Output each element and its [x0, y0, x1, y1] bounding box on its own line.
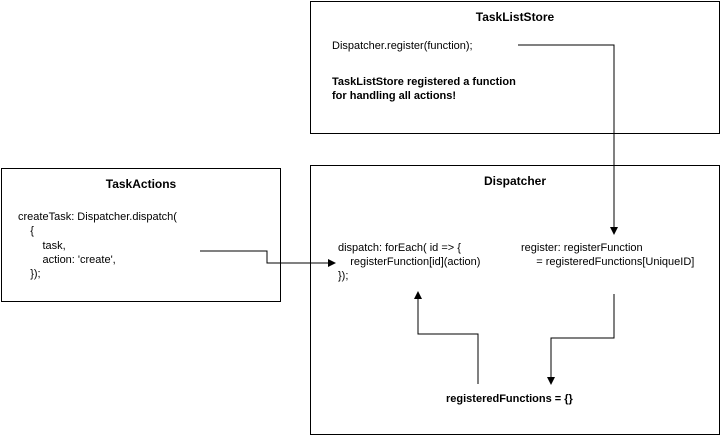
- task-actions-code-line-3: action: 'create',: [18, 254, 116, 266]
- register-code-line-0: register: registerFunction: [521, 242, 643, 254]
- tasklist-store-box: TaskListStore Dispatcher.register(functi…: [310, 1, 720, 134]
- task-actions-code-line-2: task,: [18, 240, 66, 252]
- arrow-register-to-registered: [547, 294, 615, 385]
- dispatch-code-line-1: registerFunction[id](action): [338, 256, 481, 268]
- dispatcher-box: Dispatcher dispatch: forEach( id => { re…: [310, 165, 720, 435]
- register-code-line-1: = registeredFunctions[UniqueID]: [521, 256, 695, 268]
- register-call-text: Dispatcher.register(function);: [332, 40, 473, 52]
- task-actions-code-line-1: {: [18, 225, 34, 237]
- dispatch-code-line-2: });: [338, 270, 349, 282]
- dispatcher-title: Dispatcher: [483, 174, 547, 188]
- dispatch-code-line-0: dispatch: forEach( id => {: [338, 242, 461, 254]
- task-actions-title: TaskActions: [105, 177, 177, 191]
- store-note-line2: for handling all actions!: [332, 90, 457, 102]
- arrow-registered-to-dispatch: [414, 291, 479, 384]
- store-note-line1: TaskListStore registered a function: [332, 76, 516, 88]
- arrow-register-to-dispatcher: [518, 44, 618, 235]
- arrow-actions-to-dispatch: [200, 250, 336, 267]
- registered-functions-text: registeredFunctions = {}: [446, 393, 573, 405]
- task-actions-box: TaskActions createTask: Dispatcher.dispa…: [1, 168, 281, 302]
- task-actions-code-line-4: });: [18, 268, 41, 280]
- tasklist-store-title: TaskListStore: [475, 10, 555, 24]
- task-actions-code-line-0: createTask: Dispatcher.dispatch(: [18, 211, 177, 223]
